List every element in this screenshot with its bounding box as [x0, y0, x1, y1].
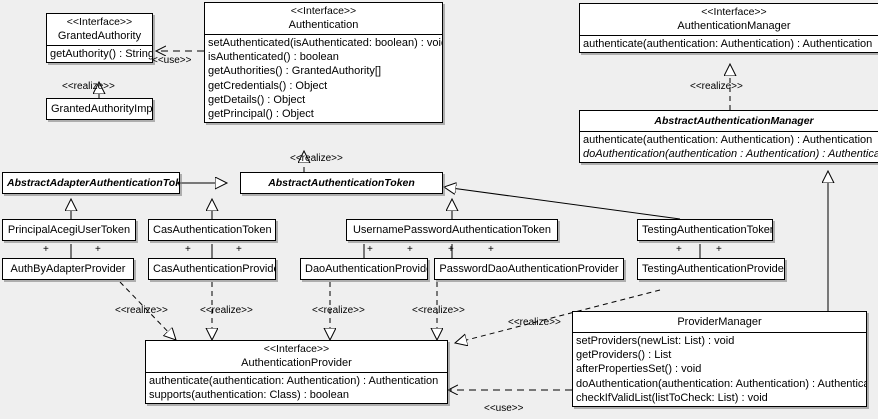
association-plus-mark: +	[185, 244, 191, 255]
operation: getCredentials() : Object	[208, 79, 328, 92]
operation: getAuthorities() : GrantedAuthority[]	[208, 65, 382, 78]
class-abstract-adapter-authentication-token[interactable]: AbstractAdapterAuthenticationToken	[2, 172, 180, 194]
operations-compartment: setProviders(newList: List) : void getPr…	[573, 332, 866, 406]
edge-label-use-provider-manager: <<use>>	[484, 403, 524, 414]
stereotype-label: <<Interface>>	[66, 16, 133, 28]
stereotype-label: <<Interface>>	[290, 5, 357, 17]
class-name: AbstractAuthenticationManager	[654, 115, 814, 127]
operation: afterPropertiesSet() : void	[576, 363, 702, 376]
class-abstract-authentication-token[interactable]: AbstractAuthenticationToken	[240, 172, 443, 194]
class-header: <<Interface>> GrantedAuthority	[47, 14, 152, 45]
class-name: PasswordDaoAuthenticationProvider	[439, 263, 619, 275]
operation: getAuthority() : String	[50, 48, 153, 60]
class-name: TestingAuthenticationToken	[642, 224, 773, 236]
class-authentication-manager[interactable]: <<Interface>> AuthenticationManager auth…	[579, 3, 878, 54]
class-name: PrincipalAcegiUserToken	[7, 224, 131, 236]
class-cas-authentication-provider[interactable]: CasAuthenticationProvider	[148, 258, 276, 280]
edge-label-realize-testing-provider: <<realize>>	[508, 317, 561, 328]
operation: doAuthentication(authentication : Authen…	[583, 148, 878, 161]
operations-compartment: authenticate(authentication: Authenticat…	[580, 131, 878, 162]
class-name: AbstractAdapterAuthenticationToken	[7, 177, 180, 189]
class-header: <<Interface>> Authentication	[205, 3, 442, 34]
edge-label-realize-password-dao-provider: <<realize>>	[412, 305, 465, 316]
class-authentication-provider[interactable]: <<Interface>> AuthenticationProvider aut…	[145, 340, 448, 405]
operation: getDetails() : Object	[208, 93, 306, 106]
association-plus-mark: +	[448, 244, 454, 255]
association-plus-mark: +	[716, 244, 722, 255]
class-name: Authentication	[288, 19, 359, 31]
class-dao-authentication-provider[interactable]: DaoAuthenticationProvider	[300, 258, 428, 280]
association-plus-mark: +	[43, 244, 49, 255]
association-plus-mark: +	[367, 244, 373, 255]
edge-label-realize-abstract-authentication-token: <<realize>>	[290, 153, 343, 164]
class-cas-authentication-token[interactable]: CasAuthenticationToken	[148, 219, 276, 241]
class-header: <<Interface>> AuthenticationProvider	[146, 341, 447, 372]
class-testing-authentication-token[interactable]: TestingAuthenticationToken	[637, 219, 773, 241]
class-principal-acegi-user-token[interactable]: PrincipalAcegiUserToken	[2, 219, 136, 241]
operation: supports(authentication: Class) : boolea…	[149, 389, 349, 402]
edge-label-realize-dao-provider: <<realize>>	[312, 305, 365, 316]
stereotype-label: <<Interface>>	[701, 6, 767, 18]
association-plus-mark: +	[95, 244, 101, 255]
operation: getPrincipal() : Object	[208, 108, 314, 121]
edge-label-realize-auth-by-adapter-provider: <<realize>>	[115, 305, 168, 316]
edge-label-realize-granted-authority-impl: <<realize>>	[62, 81, 115, 92]
operation: doAuthentication(authentication: Authent…	[576, 377, 867, 390]
operation: authenticate(authentication: Authenticat…	[583, 134, 873, 146]
operation: authenticate(authentication: Authenticat…	[149, 375, 439, 387]
class-authentication[interactable]: <<Interface>> Authentication setAuthenti…	[204, 2, 443, 124]
edge-label-use-granted-authority: <<use>>	[152, 55, 192, 66]
edge-label-realize-abstract-authentication-manager: <<realize>>	[690, 81, 743, 92]
operation: setAuthenticated(isAuthenticated: boolea…	[208, 37, 443, 49]
class-name: GrantedAuthorityImpl	[51, 103, 153, 115]
class-name: AuthenticationManager	[677, 20, 791, 32]
class-name: GrantedAuthority	[57, 30, 142, 42]
class-testing-authentication-provider[interactable]: TestingAuthenticationProvider	[637, 258, 785, 280]
edge-label-realize-cas-provider: <<realize>>	[200, 305, 253, 316]
operations-compartment: setAuthenticated(isAuthenticated: boolea…	[205, 34, 442, 122]
class-granted-authority-impl[interactable]: GrantedAuthorityImpl	[46, 98, 153, 120]
operations-compartment: authenticate(authentication: Authenticat…	[580, 35, 878, 52]
association-plus-mark: +	[488, 244, 494, 255]
operation: getProviders() : List	[576, 349, 672, 362]
operation: setProviders(newList: List) : void	[576, 335, 735, 347]
class-name: AuthenticationProvider	[241, 357, 352, 369]
class-header: <<Interface>> AuthenticationManager	[580, 4, 878, 35]
class-name: TestingAuthenticationProvider	[642, 263, 785, 275]
class-name: ProviderManager	[677, 316, 762, 328]
operations-compartment: getAuthority() : String	[47, 45, 152, 62]
class-provider-manager[interactable]: ProviderManager setProviders(newList: Li…	[572, 311, 867, 408]
association-plus-mark: +	[407, 244, 413, 255]
class-name: CasAuthenticationToken	[153, 224, 272, 236]
class-auth-by-adapter-provider[interactable]: AuthByAdapterProvider	[2, 258, 134, 280]
class-abstract-authentication-manager[interactable]: AbstractAuthenticationManager authentica…	[579, 110, 878, 164]
class-name: UsernamePasswordAuthenticationToken	[352, 224, 552, 236]
operation: checkIfValidList(listToCheck: List) : vo…	[576, 391, 768, 404]
class-granted-authority[interactable]: <<Interface>> GrantedAuthority getAuthor…	[46, 13, 153, 64]
class-name: AuthByAdapterProvider	[10, 263, 126, 275]
operation: isAuthenticated() : boolean	[208, 51, 339, 64]
association-plus-mark: +	[236, 244, 242, 255]
association-plus-mark: +	[676, 244, 682, 255]
class-username-password-authentication-token[interactable]: UsernamePasswordAuthenticationToken	[346, 219, 558, 241]
class-name: DaoAuthenticationProvider	[305, 263, 428, 275]
operations-compartment: authenticate(authentication: Authenticat…	[146, 372, 447, 403]
stereotype-label: <<Interface>>	[263, 343, 330, 355]
class-name: AbstractAuthenticationToken	[268, 177, 415, 189]
class-password-dao-authentication-provider[interactable]: PasswordDaoAuthenticationProvider	[434, 258, 624, 280]
operation: authenticate(authentication: Authenticat…	[583, 38, 873, 50]
class-name: CasAuthenticationProvider	[153, 263, 276, 275]
